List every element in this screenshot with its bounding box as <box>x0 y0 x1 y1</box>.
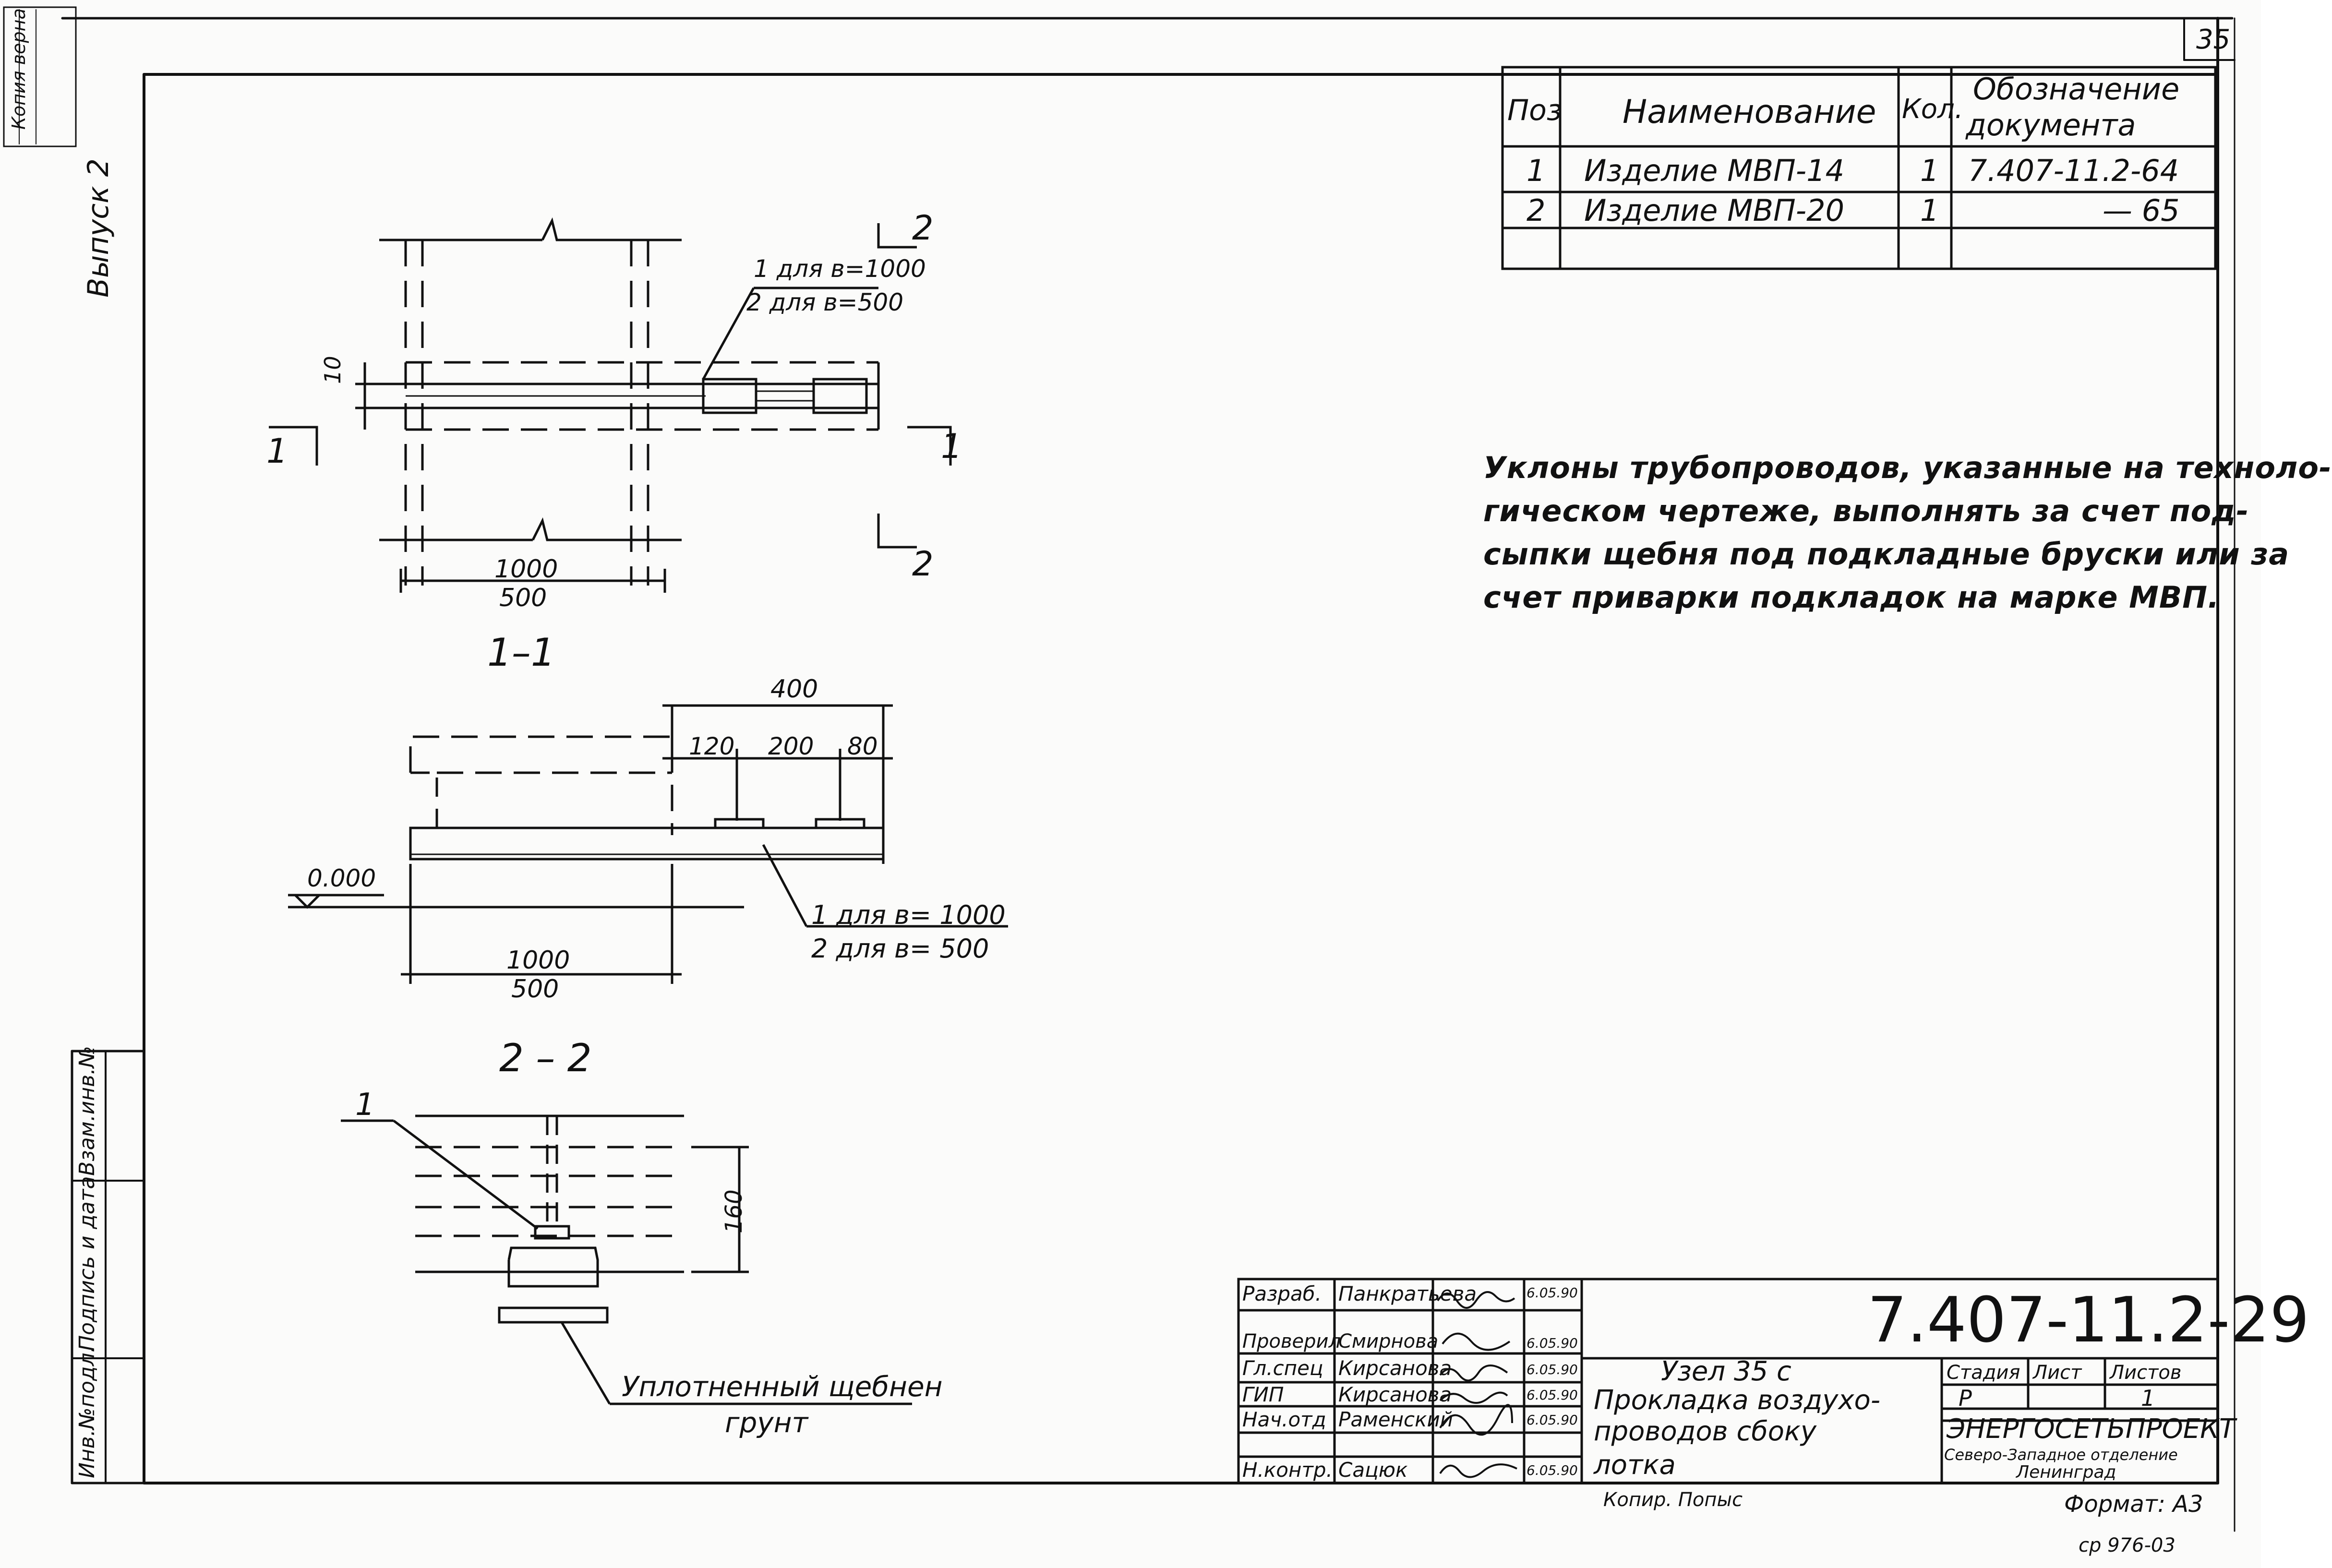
note-line-2: гическом чертеже, выполнять за счет под- <box>1483 493 2249 528</box>
role-razrab: Разраб. <box>1242 1282 1322 1305</box>
section-mark-1-right: 1 <box>941 427 962 466</box>
plan-dim-1000: 1000 <box>494 555 558 584</box>
note-line-3: сыпки щебня под подкладные бруски или за <box>1483 537 2290 572</box>
name-nachotd: Раменский <box>1338 1408 1454 1431</box>
spec-row-1-doc: 7.407-11.2-64 <box>1968 153 2179 188</box>
date-razrab: 6.05.90 <box>1527 1285 1578 1301</box>
s11-dim-120: 120 <box>689 732 735 760</box>
section-mark-1-left: 1 <box>266 431 288 471</box>
plan-dim-500: 500 <box>499 584 547 612</box>
section-mark-2-top: 2 <box>912 208 934 248</box>
copied-by: Копир. Попыс <box>1603 1489 1743 1511</box>
slope-note: Уклоны трубопроводов, указанные на техно… <box>1483 446 2332 619</box>
section-2-2-title: 2 – 2 <box>499 1036 592 1080</box>
sign-date-label: Подпись и дата <box>75 1176 99 1351</box>
sheets-value: 1 <box>2141 1385 2155 1411</box>
name-gip: Кирсанова <box>1338 1383 1452 1406</box>
title-line-1: Узел 35 с <box>1661 1356 1791 1387</box>
s11-callout-1: 1 для в= 1000 <box>811 900 1006 930</box>
role-checked: Проверил <box>1242 1330 1341 1353</box>
inv-podl-label: Инв.№подл. <box>75 1346 99 1478</box>
org-branch: Северо-Западное отделение <box>1944 1446 2178 1464</box>
title-line-3: проводов сбоку <box>1594 1416 1817 1447</box>
org-name: ЭНЕРГОСЕТЬПРОЕКТ <box>1947 1413 2236 1445</box>
spec-row-2-qty: 1 <box>1920 193 1939 228</box>
name-glspec: Кирсанова <box>1338 1356 1452 1380</box>
role-gip: ГИП <box>1242 1383 1284 1406</box>
date-nachotd: 6.05.90 <box>1527 1412 1578 1428</box>
stage-value: Р <box>1959 1385 1972 1411</box>
plan-callout-1: 1 для в=1000 <box>754 255 926 283</box>
date-nkontr: 6.05.90 <box>1527 1462 1578 1478</box>
spec-row-1-name: Изделие МВП-14 <box>1584 153 1845 188</box>
role-glspec: Гл.спец <box>1242 1356 1323 1380</box>
s11-dim-200: 200 <box>768 732 814 760</box>
spec-row-1-qty: 1 <box>1920 153 1939 188</box>
name-checked: Смирнова <box>1338 1330 1439 1353</box>
s11-dim-400: 400 <box>770 675 818 704</box>
drawing-sheet: 35 Копия верна Выпуск 2 Поз Наименование… <box>3 6 2332 1556</box>
date-checked: 6.05.90 <box>1527 1335 1578 1351</box>
spec-row-1-pos: 1 <box>1527 153 1546 188</box>
s22-dim-160: 160 <box>721 1189 747 1233</box>
org-city: Ленинград <box>2016 1462 2116 1482</box>
role-nachotd: Нач.отд <box>1242 1408 1326 1431</box>
doc-number: 7.407-11.2-29 <box>1867 1283 2309 1356</box>
bottom-code: ср 976-03 <box>2079 1534 2176 1556</box>
spec-row-2-pos: 2 <box>1527 193 1546 228</box>
s11-dim-1000: 1000 <box>506 946 570 975</box>
issue-label: Выпуск 2 <box>82 158 115 298</box>
spec-row-2-doc: — 65 <box>2103 193 2180 228</box>
s11-dim-80: 80 <box>847 732 878 760</box>
spec-header-doc-2: документа <box>1966 108 2136 143</box>
s22-position-1: 1 <box>355 1087 375 1123</box>
plan-callout-2: 2 для в=500 <box>746 288 904 316</box>
section-1-1-title: 1–1 <box>487 630 555 675</box>
spec-header-name: Наименование <box>1623 93 1876 131</box>
spec-row-2-name: Изделие МВП-20 <box>1584 193 1845 228</box>
copy-verified-stamp: Копия верна <box>8 8 29 130</box>
sheets-label: Листов <box>2110 1362 2182 1384</box>
page-number: 35 <box>2196 24 2231 55</box>
spec-header-pos: Поз <box>1507 94 1562 127</box>
level-mark: 0.000 <box>307 864 376 892</box>
stage-label: Стадия <box>1947 1362 2020 1384</box>
name-nkontr: Сацюк <box>1338 1458 1408 1482</box>
role-nkontr: Н.контр. <box>1242 1458 1333 1482</box>
title-line-2: Прокладка воздухо- <box>1594 1385 1881 1416</box>
vzam-inv-label: Взам.инв.№ <box>75 1046 99 1176</box>
s11-callout-2: 2 для в= 500 <box>811 934 989 964</box>
soil-label-1: Уплотненный щебнен <box>622 1370 943 1403</box>
s11-dim-500: 500 <box>511 975 559 1004</box>
format-label: Формат: А3 <box>2064 1491 2203 1518</box>
sheet-label: Лист <box>2033 1362 2082 1384</box>
note-line-4: счет приварки подкладок на марке МВП. <box>1483 580 2220 615</box>
drawing-linework <box>3 6 2236 1532</box>
spec-header-qty: Кол. <box>1902 94 1963 125</box>
name-razrab: Панкратьева <box>1338 1282 1477 1305</box>
note-line-1: Уклоны трубопроводов, указанные на техно… <box>1483 450 2332 485</box>
spec-header-doc-1: Обозначение <box>1973 72 2180 107</box>
title-line-4: лотка <box>1594 1449 1676 1481</box>
section-mark-2-bottom: 2 <box>912 544 934 584</box>
date-gip: 6.05.90 <box>1527 1387 1578 1403</box>
plan-dim-10: 10 <box>320 356 346 384</box>
soil-label-2: грунт <box>725 1406 808 1439</box>
date-glspec: 6.05.90 <box>1527 1362 1578 1377</box>
